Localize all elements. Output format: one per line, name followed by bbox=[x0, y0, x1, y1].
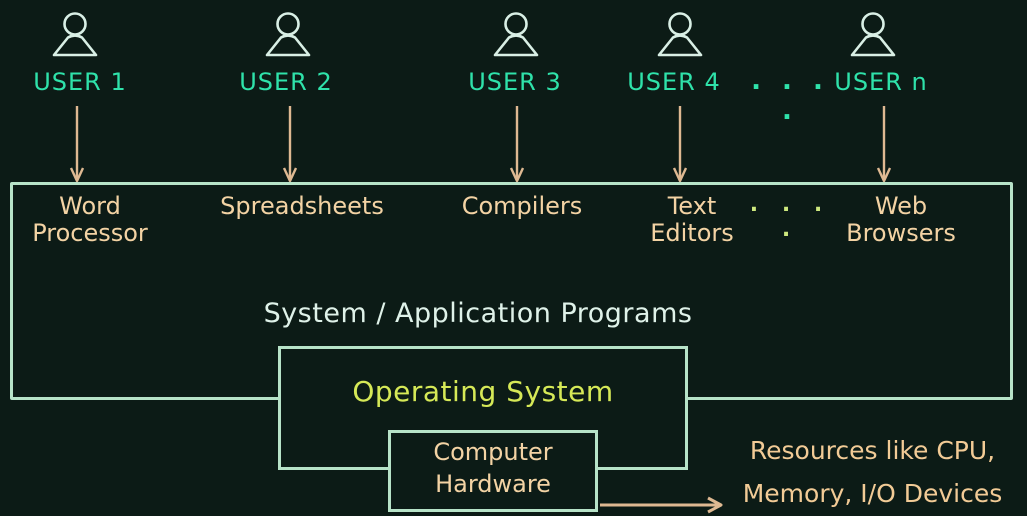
operating-system-label: Operating System bbox=[352, 375, 614, 408]
program-word-processor: Word Processor bbox=[32, 192, 148, 247]
computer-hardware-box: Computer Hardware bbox=[388, 430, 598, 512]
down-arrow bbox=[69, 106, 85, 183]
user-icon bbox=[493, 10, 539, 58]
users-ellipsis: . . . . bbox=[751, 66, 829, 126]
user-icon bbox=[265, 10, 311, 58]
resources-label: Resources like CPU, Memory, I/O Devices bbox=[742, 436, 1003, 508]
program-spreadsheets: Spreadsheets bbox=[220, 192, 384, 220]
program-web-browsers: Web Browsers bbox=[846, 192, 956, 247]
down-arrow bbox=[876, 106, 892, 183]
computer-hardware-label: Computer Hardware bbox=[433, 438, 553, 499]
user-icon bbox=[657, 10, 703, 58]
system-application-programs-caption: System / Application Programs bbox=[263, 298, 693, 329]
user-2-label: USER 2 bbox=[239, 68, 333, 96]
user-icon bbox=[850, 10, 896, 58]
user-4-label: USER 4 bbox=[627, 68, 721, 96]
program-text-editors: Text Editors bbox=[650, 192, 734, 247]
user-n-label: USER n bbox=[834, 68, 928, 96]
user-1-label: USER 1 bbox=[33, 68, 127, 96]
programs-ellipsis: . . . . bbox=[749, 192, 831, 242]
right-arrow bbox=[600, 496, 723, 514]
user-3-label: USER 3 bbox=[468, 68, 562, 96]
user-icon bbox=[52, 10, 98, 58]
down-arrow bbox=[282, 106, 298, 183]
down-arrow bbox=[509, 106, 525, 183]
down-arrow bbox=[672, 106, 688, 183]
program-compilers: Compilers bbox=[461, 192, 583, 220]
